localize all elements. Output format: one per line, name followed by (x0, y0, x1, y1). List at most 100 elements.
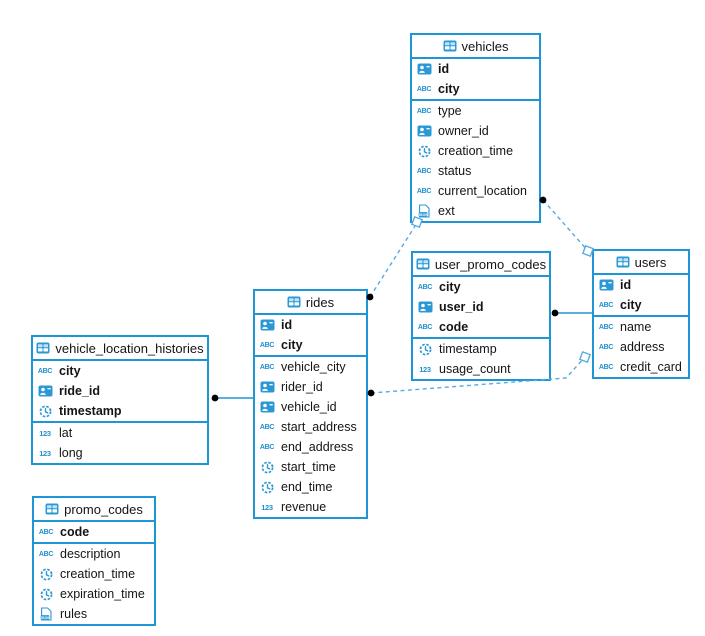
id-badge-icon (258, 319, 276, 331)
abc-text-icon: ABC (598, 363, 614, 371)
id-badge-icon (415, 63, 433, 75)
table-title: promo_codes (64, 501, 143, 517)
column-row-vehicle_city[interactable]: ABC vehicle_city (255, 357, 366, 377)
column-row-rules[interactable]: JSON rules (34, 604, 154, 624)
column-name: start_address (281, 420, 357, 434)
column-name: rules (60, 607, 88, 621)
json-document-icon: JSON (415, 204, 433, 218)
column-name: current_location (438, 184, 527, 198)
column-name: rider_id (281, 380, 323, 394)
table-header-promo_codes[interactable]: promo_codes (34, 498, 154, 522)
column-row-ride_id[interactable]: ride_id (33, 381, 207, 401)
svg-text:JSON: JSON (40, 615, 50, 620)
123-number-icon: 123 (39, 448, 51, 458)
table-header-users[interactable]: users (594, 251, 688, 275)
column-name: credit_card (620, 360, 682, 374)
table-grid-icon (416, 258, 430, 270)
column-row-timestamp[interactable]: timestamp (413, 339, 549, 359)
column-row-long[interactable]: 123 long (33, 443, 207, 463)
abc-text-icon: ABC (259, 363, 275, 371)
table-title: vehicles (461, 38, 509, 54)
column-row-vehicle_id[interactable]: vehicle_id (255, 397, 366, 417)
column-row-timestamp[interactable]: timestamp (33, 401, 207, 421)
column-name: creation_time (60, 567, 136, 581)
column-row-id[interactable]: id (412, 59, 539, 79)
column-row-credit_card[interactable]: ABC credit_card (594, 357, 688, 377)
column-name: vehicle_city (281, 360, 346, 374)
column-name: end_address (281, 440, 354, 454)
clock-icon (36, 405, 54, 418)
abc-text-icon: ABC (38, 528, 54, 536)
table-title: vehicle_location_histories (55, 340, 204, 356)
abc-text-icon: ABC (598, 323, 614, 331)
column-name: status (438, 164, 472, 178)
column-row-id[interactable]: id (594, 275, 688, 295)
column-row-creation_time[interactable]: creation_time (34, 564, 154, 584)
column-name: ext (438, 204, 455, 218)
table-grid-icon (36, 342, 50, 354)
column-row-id[interactable]: id (255, 315, 366, 335)
column-name: name (620, 320, 652, 334)
json-document-icon: JSON (37, 607, 55, 621)
column-row-ext[interactable]: JSON ext (412, 201, 539, 221)
clock-icon (37, 588, 55, 601)
column-name: start_time (281, 460, 336, 474)
table-header-user_promo_codes[interactable]: user_promo_codes (413, 253, 549, 277)
column-name: code (60, 525, 90, 539)
column-row-code[interactable]: ABC code (34, 522, 154, 542)
table-title: user_promo_codes (434, 256, 547, 272)
column-row-end_time[interactable]: end_time (255, 477, 366, 497)
column-name: expiration_time (60, 587, 145, 601)
column-row-user_id[interactable]: user_id (413, 297, 549, 317)
column-name: id (620, 278, 632, 292)
column-row-owner_id[interactable]: owner_id (412, 121, 539, 141)
column-row-start_time[interactable]: start_time (255, 457, 366, 477)
table-title: rides (305, 294, 335, 310)
column-name: long (59, 446, 83, 460)
column-row-name[interactable]: ABC name (594, 317, 688, 337)
column-row-expiration_time[interactable]: expiration_time (34, 584, 154, 604)
clock-icon (258, 461, 276, 474)
column-name: end_time (281, 480, 333, 494)
table-header-vehicles[interactable]: vehicles (412, 35, 539, 59)
table-header-vehicle_location_histories[interactable]: vehicle_location_histories (33, 337, 207, 361)
column-name: timestamp (59, 404, 122, 418)
table-header-rides[interactable]: rides (255, 291, 366, 315)
123-number-icon: 123 (39, 428, 51, 438)
abc-text-icon: ABC (598, 301, 614, 309)
column-row-creation_time[interactable]: creation_time (412, 141, 539, 161)
column-name: city (439, 280, 461, 294)
abc-text-icon: ABC (38, 550, 54, 558)
column-name: ride_id (59, 384, 100, 398)
table-grid-icon (616, 256, 630, 268)
column-row-rider_id[interactable]: rider_id (255, 377, 366, 397)
column-name: city (438, 82, 460, 96)
